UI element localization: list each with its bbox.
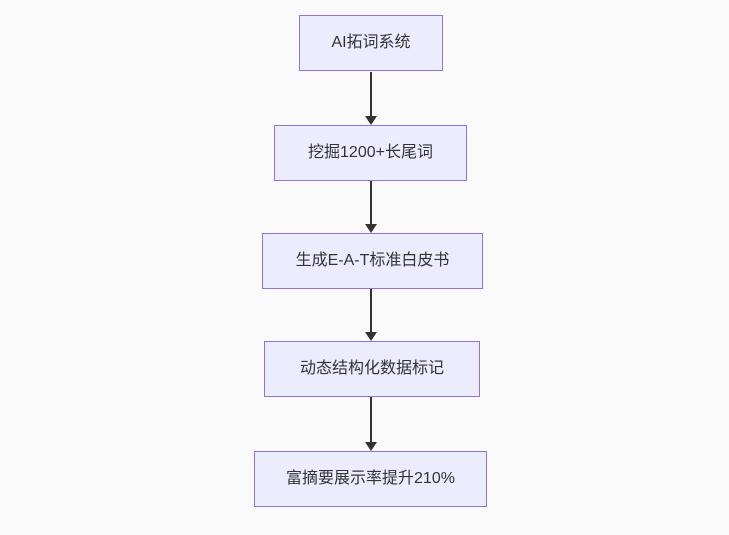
flowchart-node-mine-longtail-keywords: 挖掘1200+长尾词 xyxy=(274,125,467,181)
arrow-down-connector xyxy=(365,397,377,451)
arrow-shaft xyxy=(370,397,372,442)
flowchart-node-dynamic-structured-data-markup: 动态结构化数据标记 xyxy=(264,341,480,397)
flowchart-node-ai-word-expansion-system: AI拓词系统 xyxy=(299,15,443,71)
flowchart-node-generate-eat-whitepaper: 生成E-A-T标准白皮书 xyxy=(262,233,483,289)
arrow-down-connector xyxy=(365,289,377,341)
node-label: AI拓词系统 xyxy=(331,34,411,51)
node-label: 挖掘1200+长尾词 xyxy=(308,144,433,161)
arrowhead-down-icon xyxy=(365,442,377,451)
arrowhead-down-icon xyxy=(365,116,377,125)
arrow-shaft xyxy=(370,289,372,332)
arrow-shaft xyxy=(370,181,372,224)
arrow-shaft xyxy=(370,72,372,116)
flowchart-node-rich-snippet-rate-increase: 富摘要展示率提升210% xyxy=(254,451,487,507)
node-label: 生成E-A-T标准白皮书 xyxy=(295,252,450,269)
arrowhead-down-icon xyxy=(365,332,377,341)
arrow-down-connector xyxy=(365,72,377,125)
node-label: 富摘要展示率提升210% xyxy=(286,470,455,487)
arrow-down-connector xyxy=(365,181,377,233)
arrowhead-down-icon xyxy=(365,224,377,233)
node-label: 动态结构化数据标记 xyxy=(299,360,444,377)
